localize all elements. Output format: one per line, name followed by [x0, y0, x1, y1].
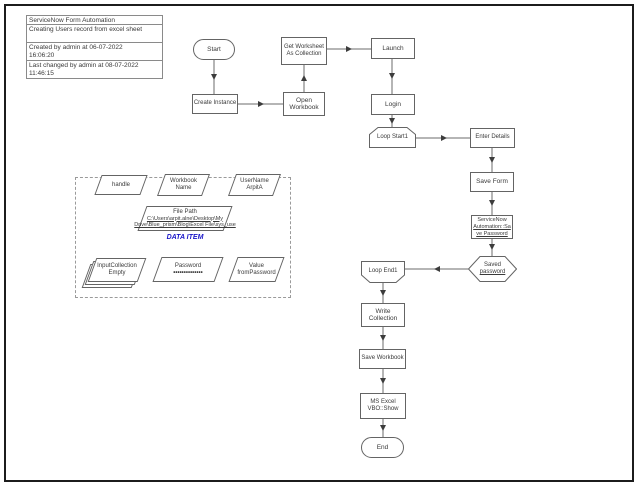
data-item-value-from-password[interactable]: Value fromPassword [228, 257, 285, 282]
node-create-instance[interactable]: Create Instance [192, 94, 238, 114]
node-loop-start[interactable]: Loop Start1 [369, 127, 416, 148]
process-info-box[interactable]: ServiceNow Form Automation Creating User… [26, 15, 163, 79]
node-launch[interactable]: Launch [371, 38, 415, 59]
node-save-form[interactable]: Save Form [470, 172, 514, 192]
node-servicenow-save-password[interactable]: ServiceNow Automation::Sa ve Password [471, 215, 513, 239]
connector-savedpassword-loopend [405, 266, 468, 272]
node-enter-details[interactable]: Enter Details [470, 128, 515, 148]
data-item-workbook-name[interactable]: Workbook Name [156, 174, 211, 196]
loop-end-shape [361, 261, 405, 283]
connector-getworksheet-launch [327, 46, 371, 52]
connector-writecollection-saveworkbook [380, 327, 386, 349]
data-item-section-label: DATA ITEM [166, 234, 204, 241]
node-open-workbook[interactable]: Open Workbook [283, 92, 325, 116]
process-created: Created by admin at 06-07-2022 16:06:20 [26, 42, 163, 61]
node-start[interactable]: Start [193, 39, 235, 60]
node-loop-end[interactable]: Loop End1 [361, 261, 405, 283]
connector-msexcel-end [380, 419, 386, 437]
data-item-username-arpita[interactable]: UserName ArpitA [227, 174, 282, 196]
node-write-collection[interactable]: Write Collection [361, 303, 405, 327]
data-item-input-collection[interactable]: InputCollection Empty [81, 258, 147, 288]
connector-openworkbook-getworksheet [301, 65, 307, 92]
node-saved-password-decision[interactable]: Saved password [468, 256, 517, 282]
process-last-changed: Last changed by admin at 08-07-2022 11:4… [26, 60, 163, 79]
connector-createinstance-openworkbook [238, 101, 283, 107]
connector-servicenow-savedpassword [489, 239, 495, 256]
node-ms-excel-vbo-show[interactable]: MS Excel VBO::Show [360, 393, 406, 419]
connector-saveform-servicenow [489, 192, 495, 215]
data-item-password[interactable]: Password •••••••••••••• [152, 257, 224, 282]
process-description: Creating Users record from excel sheet [26, 24, 163, 43]
data-item-file-path[interactable]: File Path C:\Users\arpit.alne\Desktop\My… [134, 206, 236, 231]
node-get-worksheet-as-collection[interactable]: Get Worksheet As Collection [281, 37, 327, 65]
decision-hexagon-shape [468, 256, 517, 282]
node-save-workbook[interactable]: Save Workbook [359, 349, 406, 369]
connector-loopstart-enterdetails [416, 135, 470, 141]
node-login[interactable]: Login [371, 94, 415, 115]
process-title: ServiceNow Form Automation [26, 15, 163, 25]
connector-start-createinstance [211, 60, 217, 94]
connector-launch-login [389, 59, 395, 94]
data-item-handle[interactable]: handle [94, 175, 148, 195]
connector-enterdetails-saveform [489, 148, 495, 172]
loop-start-shape [369, 127, 416, 148]
connector-saveworkbook-msexcel [380, 369, 386, 393]
node-end[interactable]: End [361, 437, 404, 458]
connector-loopend-writecollection [380, 283, 386, 303]
connector-login-loopstart [389, 115, 395, 127]
